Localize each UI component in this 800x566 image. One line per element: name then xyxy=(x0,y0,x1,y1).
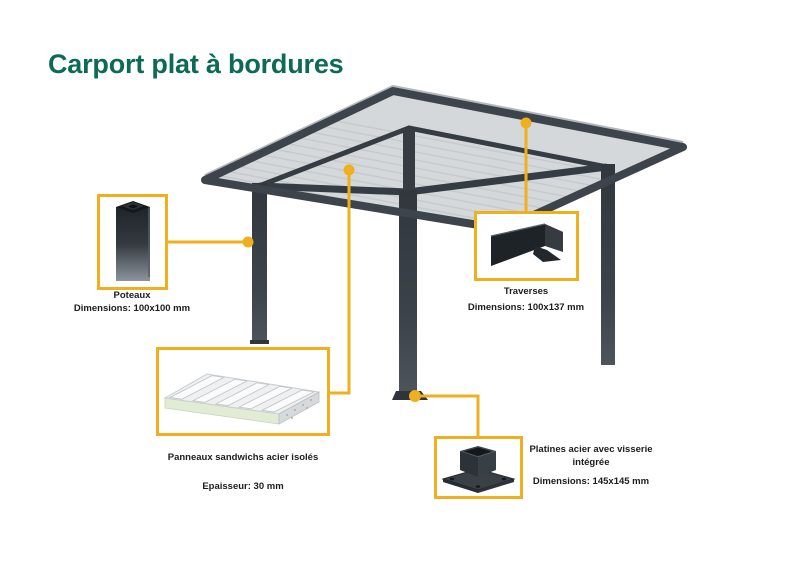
traverses-label: Traverses xyxy=(503,286,549,297)
posts xyxy=(250,128,615,400)
poteaux-dimensions: Dimensions: 100x100 mm xyxy=(73,303,191,314)
callout-dots xyxy=(242,117,532,402)
panneaux-callout-dot xyxy=(343,164,355,176)
platines-callout-dot xyxy=(409,390,421,402)
traverses-dimensions: Dimensions: 100x137 mm xyxy=(467,302,585,313)
panneaux-thumbnail-box xyxy=(156,347,330,436)
traverses-callout-dot xyxy=(520,117,532,129)
poteaux-callout-dot xyxy=(242,236,254,248)
poteaux-thumbnail-box xyxy=(97,194,168,290)
roof xyxy=(204,84,684,229)
platines-callout-line xyxy=(417,394,480,438)
panneaux-callout-line xyxy=(330,172,351,395)
post-back xyxy=(403,128,415,194)
traverses-thumbnail-box xyxy=(474,211,579,281)
post-left xyxy=(252,183,267,343)
platines-dimensions: Dimensions: 145x145 mm xyxy=(532,476,650,487)
panneaux-label: Panneaux sandwichs acier isolés xyxy=(167,452,319,463)
panneaux-image xyxy=(163,373,321,425)
poteaux-label: Poteaux xyxy=(113,290,151,301)
platines-thumbnail-box xyxy=(434,436,523,499)
post-right xyxy=(601,164,615,365)
poteaux-image xyxy=(116,201,150,281)
panneaux-thickness: Epaisseur: 30 mm xyxy=(202,481,284,492)
traverses-image xyxy=(490,223,563,266)
roof-border xyxy=(201,87,687,233)
callout-lines xyxy=(168,126,528,438)
page-title: Carport plat à bordures xyxy=(48,49,344,79)
platines-label: Platines acier avec visserie intégrée xyxy=(529,444,653,468)
post-front xyxy=(399,190,417,393)
platines-image xyxy=(441,446,516,493)
